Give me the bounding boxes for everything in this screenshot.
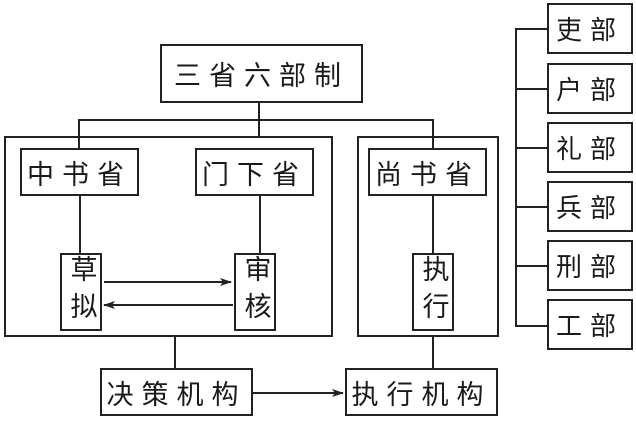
province-box-shangshu: 尚书省: [368, 148, 487, 196]
province-label: 门下省: [202, 159, 307, 191]
ministry-box: 兵部: [547, 181, 633, 232]
ministry-label: 礼部: [555, 135, 624, 165]
connector-to-zhongshu: [78, 119, 80, 149]
connector-left-container-decision: [174, 336, 176, 369]
decision-body-box: 决策机构: [100, 368, 253, 416]
decision-body-label: 决策机构: [106, 379, 247, 411]
ministry-branch: [515, 88, 548, 90]
ministry-label: 吏部: [555, 16, 624, 46]
ministry-box: 刑部: [547, 240, 633, 291]
province-box-menxia: 门下省: [195, 148, 314, 196]
decision-group-container: [4, 136, 333, 337]
connector-menxia-review: [259, 195, 261, 254]
ministry-label: 刑部: [555, 253, 624, 283]
ministry-label: 户部: [555, 76, 624, 106]
function-label: 草拟: [65, 255, 97, 329]
ministry-branch: [515, 206, 548, 208]
function-box-review: 审核: [234, 253, 276, 331]
connector-right-container-execution: [432, 336, 434, 369]
province-label: 尚书省: [375, 159, 480, 191]
title-text: 三省六部制: [174, 61, 349, 92]
execution-body-box: 执行机构: [345, 368, 498, 416]
province-box-zhongshu: 中书省: [20, 148, 139, 196]
connector-to-shangshu: [432, 119, 434, 149]
ministry-branch: [515, 265, 548, 267]
function-box-execute: 执行: [412, 253, 454, 331]
connector-shangshu-execute: [432, 195, 434, 254]
ministry-branch: [515, 147, 548, 149]
execution-body-label: 执行机构: [351, 379, 492, 411]
ministry-box: 吏部: [547, 3, 633, 54]
connector-province-bus: [78, 119, 434, 121]
ministry-box: 工部: [547, 299, 633, 350]
execution-group-container: [357, 136, 499, 337]
function-label: 执行: [417, 255, 449, 329]
ministry-box: 户部: [547, 63, 633, 114]
function-box-draft: 草拟: [60, 253, 102, 331]
province-label: 中书省: [27, 159, 132, 191]
ministry-box: 礼部: [547, 122, 633, 173]
ministry-branch: [515, 325, 548, 327]
ministry-label: 工部: [555, 312, 624, 342]
function-label: 审核: [239, 255, 271, 329]
ministry-branch: [515, 28, 548, 30]
connector-zhongshu-draft: [79, 195, 81, 254]
ministry-label: 兵部: [555, 194, 624, 224]
title-box: 三省六部制: [160, 44, 363, 103]
ministries-spine: [515, 28, 517, 326]
